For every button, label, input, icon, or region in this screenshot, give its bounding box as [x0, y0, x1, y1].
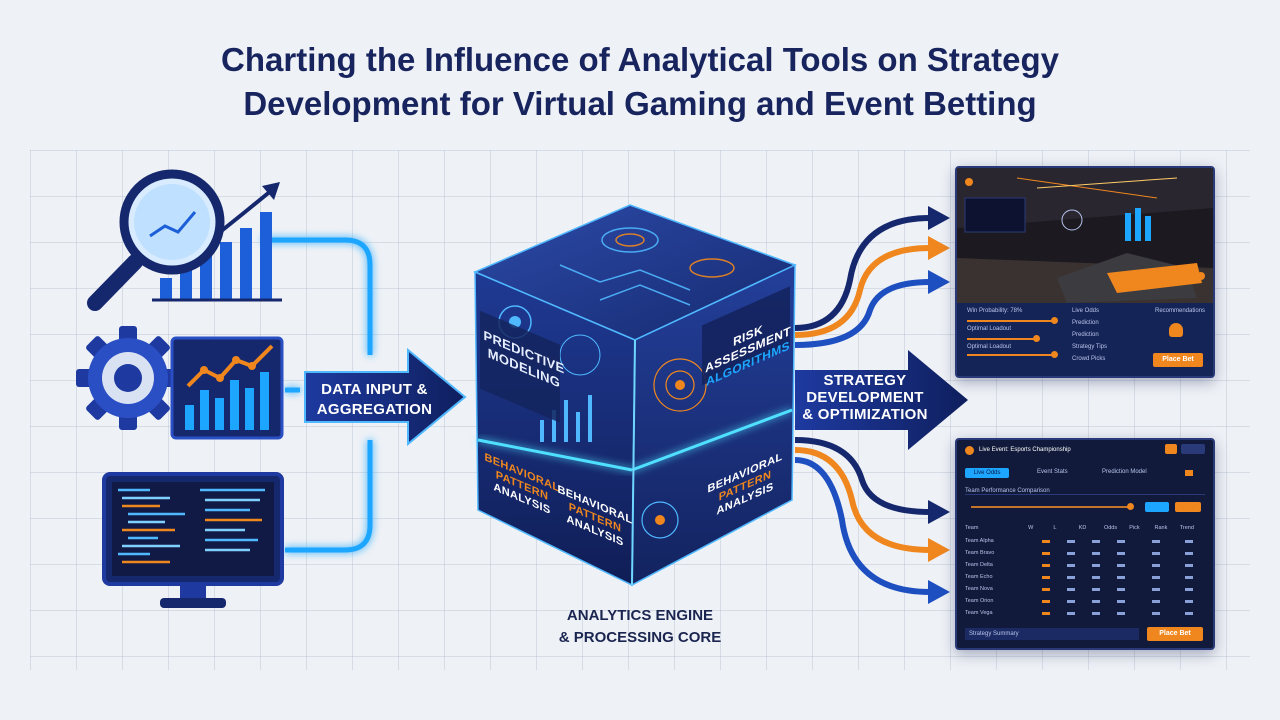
- event-title: Live Event: Esports Championship: [979, 447, 1071, 453]
- trophy-icon: [1169, 323, 1183, 337]
- col-l: L: [1053, 525, 1057, 531]
- col-odds: Odds: [1103, 525, 1118, 531]
- event-range-slider[interactable]: [971, 503, 1134, 510]
- table-row[interactable]: Team Orion: [965, 598, 1205, 609]
- row-team-5: Team Nova: [965, 586, 993, 592]
- col-pick: Pick: [1129, 525, 1140, 531]
- event-table-header: Team W L KD Odds Pick Rank Trend: [965, 525, 1205, 536]
- row-team-4: Team Echo: [965, 574, 993, 580]
- game-stat-row-2: Optimal Loadout: [967, 326, 1012, 332]
- output-arrow: [795, 350, 968, 450]
- event-filter-row: Team Performance Comparison: [965, 488, 1205, 495]
- predictive-patch: [480, 310, 560, 423]
- bottom-output-arrows: [794, 437, 931, 595]
- game-mid-row-1: Live Odds: [1072, 308, 1100, 314]
- cube-top-circuits: [559, 227, 735, 306]
- event-tab-2[interactable]: Event Stats: [1037, 469, 1068, 475]
- engine-caption: ANALYTICS ENGINE & PROCESSING CORE: [520, 605, 760, 649]
- game-mid-row-3: Prediction: [1072, 332, 1099, 338]
- col-team: Team: [965, 525, 979, 531]
- game-dashboard-screen: Win Probability: 78% Optimal Loadout Opt…: [955, 166, 1215, 378]
- game-right-header: Recommendations: [1155, 308, 1206, 314]
- table-row[interactable]: Team Delta: [965, 562, 1205, 573]
- cube-edge-glow: [631, 339, 636, 586]
- event-tab-3[interactable]: Prediction Model: [1102, 469, 1147, 475]
- row-team-7: Team Vega: [965, 610, 993, 616]
- col-trend: Trend: [1179, 525, 1194, 531]
- game-place-bet-button[interactable]: Place Bet: [1153, 353, 1203, 367]
- event-filter-button-1[interactable]: [1145, 502, 1169, 512]
- bottom-output-arrowheads: [928, 500, 950, 604]
- title-line-1: Charting the Influence of Analytical Too…: [221, 41, 1059, 78]
- game-stat-row-3: Optimal Loadout: [967, 344, 1012, 350]
- top-output-arrows: [794, 215, 931, 348]
- col-w: W: [1028, 525, 1034, 531]
- code-monitor-icon: [102, 472, 284, 608]
- table-row[interactable]: Team Alpha: [965, 538, 1205, 549]
- game-stat-slider-2[interactable]: [967, 335, 1040, 342]
- magnifier-chart-icon: [87, 169, 282, 311]
- cube-glow-line-left: [477, 438, 633, 472]
- game-mid-row-2: Prediction: [1072, 320, 1099, 326]
- game-mid-row-4: Strategy Tips: [1072, 344, 1108, 350]
- event-place-bet-button[interactable]: Place Bet: [1147, 627, 1203, 641]
- page-title: Charting the Influence of Analytical Too…: [0, 38, 1280, 126]
- event-footer-label: Strategy Summary: [965, 628, 1139, 640]
- top-output-arrowheads: [928, 206, 950, 294]
- table-row[interactable]: Team Echo: [965, 574, 1205, 585]
- event-filter-button-2[interactable]: [1175, 502, 1201, 512]
- row-team-6: Team Orion: [965, 598, 994, 604]
- output-label-line-2: DEVELOPMENT: [806, 389, 924, 406]
- table-row[interactable]: Team Nova: [965, 586, 1205, 597]
- col-kd: KD: [1078, 525, 1087, 531]
- event-dashboard-screen: Live Event: Esports Championship Live Od…: [955, 438, 1215, 650]
- engine-caption-line-1: ANALYTICS ENGINE: [566, 607, 714, 624]
- output-label: STRATEGY DEVELOPMENT & OPTIMIZATION: [800, 372, 930, 423]
- input-label-line-1: DATA INPUT &: [321, 381, 428, 398]
- risk-patch: [702, 286, 790, 386]
- event-tab-1[interactable]: Live Odds: [965, 468, 1009, 478]
- table-row[interactable]: Team Bravo: [965, 550, 1205, 561]
- input-label-line-2: AGGREGATION: [316, 401, 433, 418]
- cube-glow-line-right: [631, 408, 793, 472]
- event-tab-indicator: [1185, 470, 1193, 476]
- row-team-2: Team Bravo: [965, 550, 995, 556]
- event-menu-button[interactable]: [1181, 444, 1205, 454]
- risk-network-icon: [641, 358, 707, 539]
- table-row[interactable]: Team Vega: [965, 610, 1205, 621]
- input-label: DATA INPUT & AGGREGATION: [312, 380, 437, 420]
- event-logo-icon: [965, 446, 974, 455]
- col-rank: Rank: [1154, 525, 1168, 531]
- input-connector-lines: [262, 237, 373, 553]
- event-table-values: [1042, 540, 1193, 615]
- input-arrow: [304, 347, 467, 447]
- title-line-2: Development for Virtual Gaming and Event…: [243, 85, 1037, 122]
- game-stat-slider-1[interactable]: [967, 317, 1058, 324]
- game-viewport: [957, 168, 1213, 303]
- row-team-3: Team Delta: [965, 562, 993, 568]
- gear-chart-icon: [76, 326, 284, 440]
- output-label-line-1: STRATEGY: [823, 372, 907, 389]
- engine-caption-line-2: & PROCESSING CORE: [558, 629, 722, 646]
- event-header-buttons: [1165, 444, 1177, 454]
- game-stat-row-1: Win Probability: 78%: [967, 308, 1023, 314]
- row-team-1: Team Alpha: [965, 538, 994, 544]
- game-stat-slider-3[interactable]: [967, 351, 1058, 358]
- game-mid-row-5: Crowd Picks: [1072, 356, 1106, 362]
- output-label-line-3: & OPTIMIZATION: [802, 406, 928, 423]
